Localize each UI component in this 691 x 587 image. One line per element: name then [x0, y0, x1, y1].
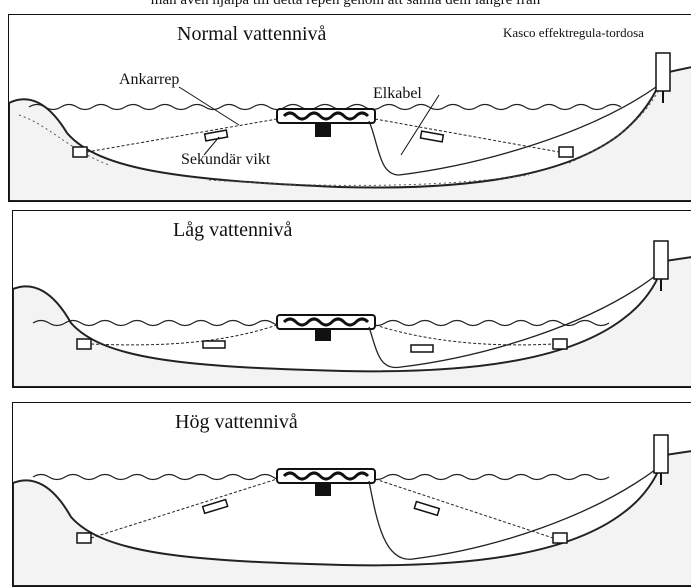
- aerator-motor: [315, 329, 331, 341]
- anchor-block-right: [559, 147, 573, 157]
- label-secondary-weight: Sekundär vikt: [181, 151, 270, 169]
- panel-title-high: Hög vattennivå: [175, 411, 298, 434]
- panel-low-water-level: Låg vattennivå: [12, 210, 691, 388]
- panel-normal-water-level: Normal vattennivå Ankarrep Elkabel Sekun…: [8, 14, 691, 202]
- controller-box: [654, 435, 668, 473]
- aerator-float: [277, 315, 375, 329]
- panel-title-normal: Normal vattennivå: [177, 23, 326, 46]
- controller-box: [656, 53, 670, 91]
- anchor-rope-right: [375, 119, 559, 152]
- secondary-weight-left: [203, 341, 225, 348]
- aerator-float: [277, 109, 375, 123]
- secondary-weight-right: [411, 345, 433, 352]
- anchor-block-right: [553, 533, 567, 543]
- lake-bottom: [9, 67, 691, 201]
- label-controller-box: Kasco effektregula-tordosa: [503, 25, 653, 41]
- label-power-cable: Elkabel: [373, 85, 422, 103]
- scene-normal: [9, 15, 691, 201]
- anchor-block-left: [77, 339, 91, 349]
- cropped-header-text: man även hjälpa till detta repen genom a…: [0, 0, 691, 9]
- anchor-block-right: [553, 339, 567, 349]
- anchor-block-left: [73, 147, 87, 157]
- panel-high-water-level: Hög vattennivå: [12, 402, 691, 587]
- anchor-block-left: [77, 533, 91, 543]
- anchor-rope-left: [87, 119, 277, 152]
- scene-high: [13, 403, 691, 586]
- aerator-float: [277, 469, 375, 483]
- controller-box: [654, 241, 668, 279]
- label-anchor-rope: Ankarrep: [119, 71, 179, 89]
- anchor-rope-right: [375, 325, 553, 345]
- secondary-weight-right: [414, 502, 439, 516]
- secondary-weight-right: [420, 131, 443, 142]
- secondary-weight-left: [205, 130, 228, 141]
- scene-low: [13, 211, 691, 387]
- anchor-rope-left: [91, 325, 277, 345]
- aerator-motor: [315, 123, 331, 137]
- aerator-motor: [315, 483, 331, 496]
- panel-title-low: Låg vattennivå: [173, 219, 292, 242]
- anchor-rope-right: [375, 479, 553, 538]
- anchor-rope-left: [91, 479, 277, 538]
